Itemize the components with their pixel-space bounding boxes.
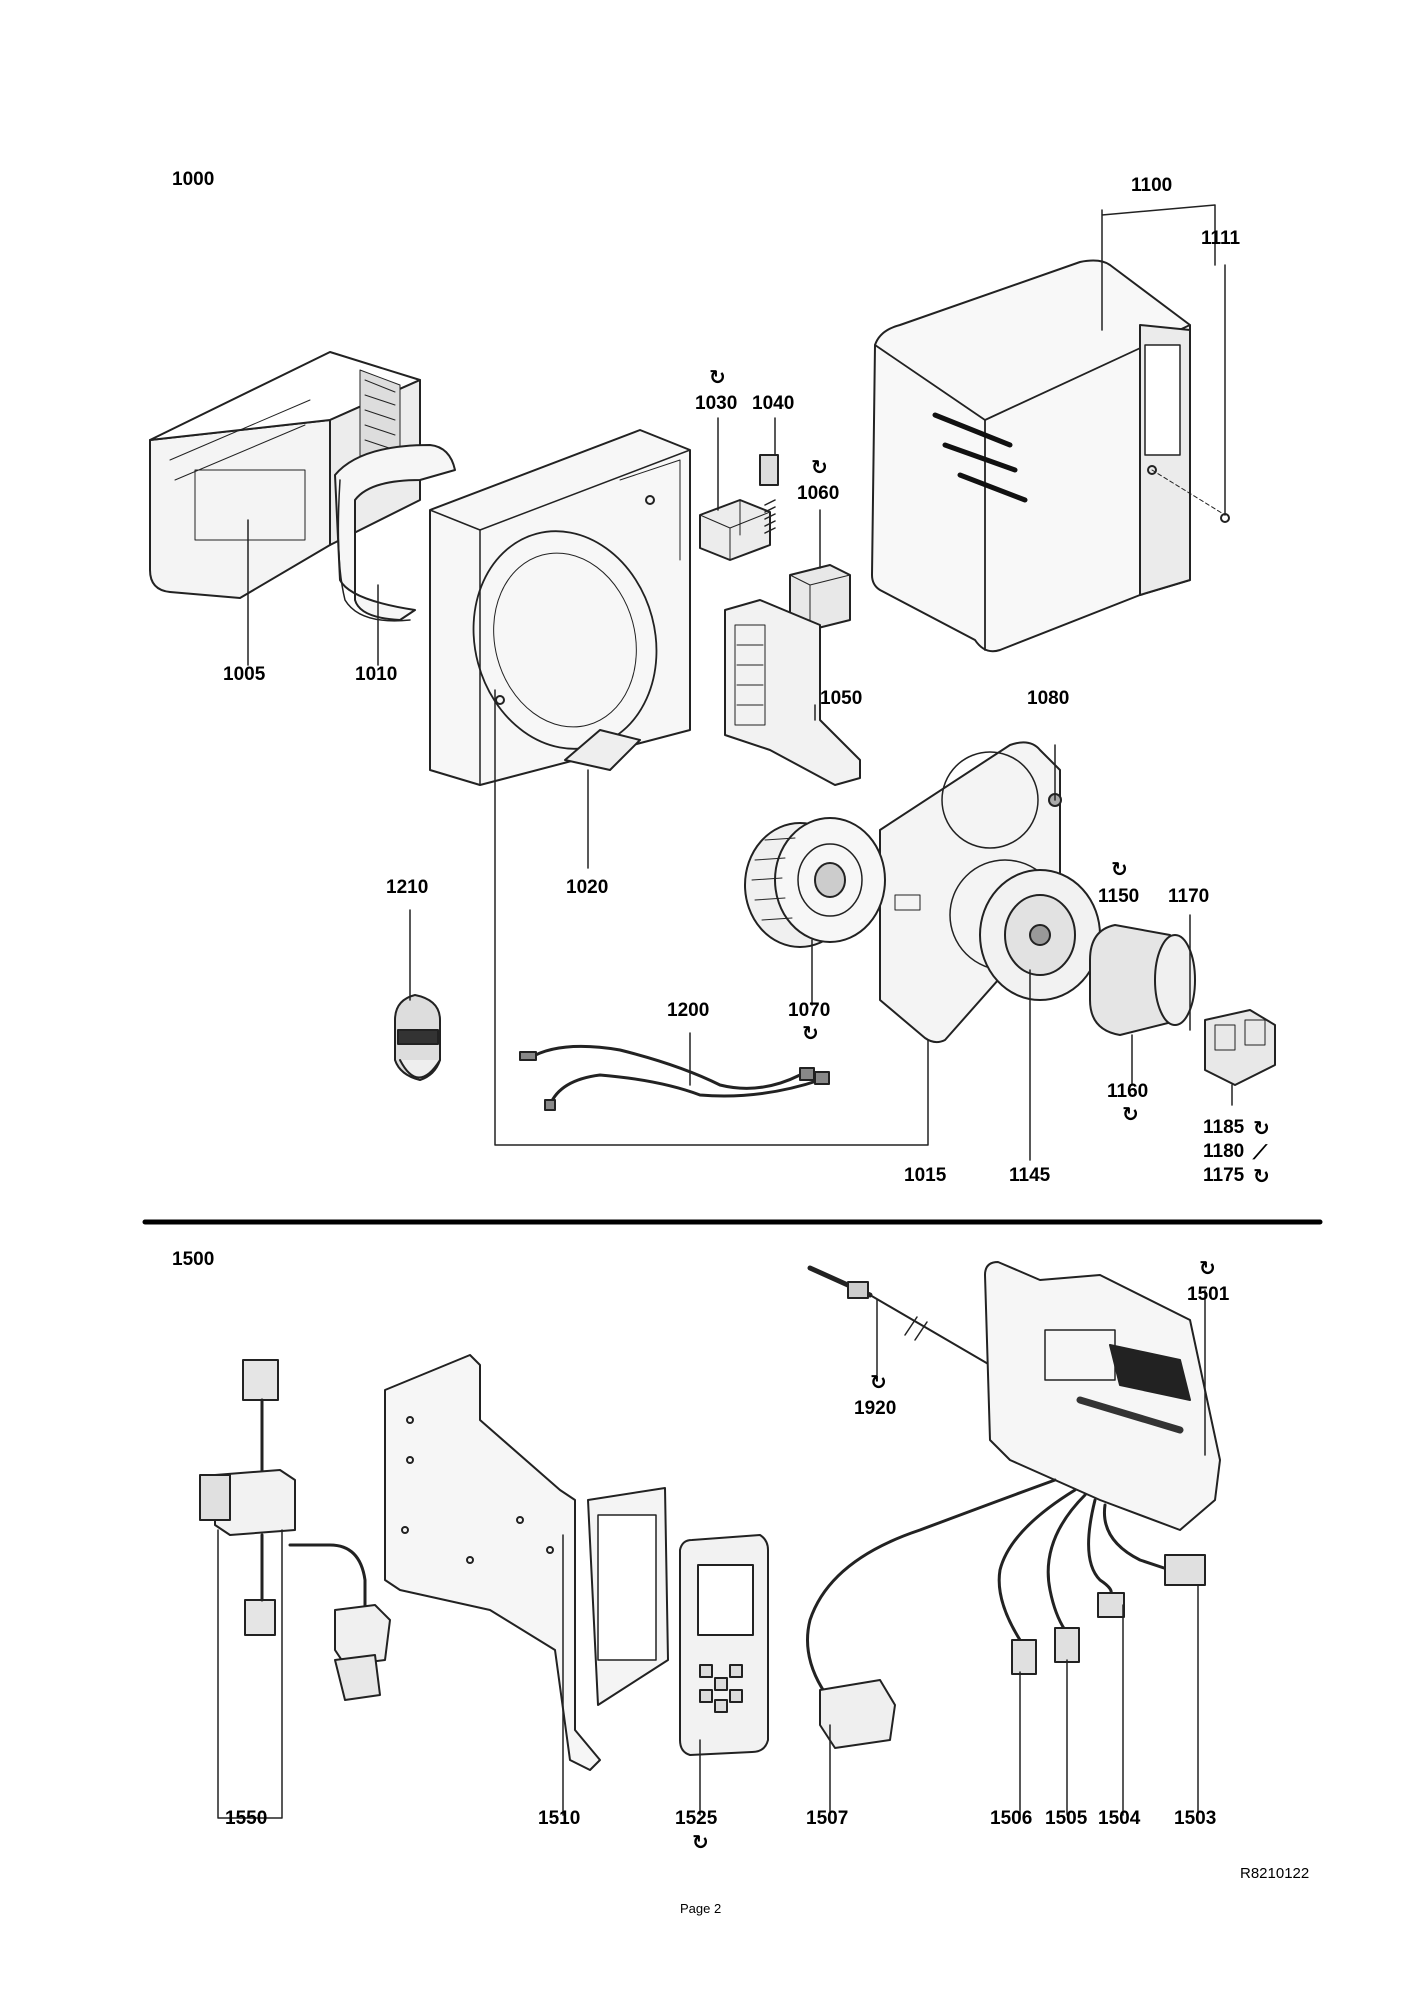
part-label-1200: 1200: [667, 1000, 710, 1021]
part-label-1060: 1060: [797, 483, 840, 504]
part-label-1111: 1111: [1201, 228, 1241, 249]
part-1145-flange: [979, 869, 1101, 1001]
part-label-1040: 1040: [752, 393, 795, 414]
part-1160-motor: [1089, 924, 1196, 1036]
part-1100-cover: [871, 259, 1191, 653]
part-1020-bracket: [564, 729, 641, 771]
leader-1550: [217, 1529, 283, 1819]
part-label-1170: 1170: [1168, 886, 1210, 907]
rotate-arrows-icon: ↻: [1111, 857, 1128, 881]
part-label-1180: 1180: [1203, 1141, 1245, 1162]
part-label-1010: 1010: [355, 664, 398, 685]
section-label-1500: 1500: [172, 1249, 215, 1270]
control-unit-harness: [806, 1478, 1172, 1702]
part-label-1920: 1920: [854, 1398, 897, 1419]
page-number: Page 2: [680, 1901, 722, 1916]
rotate-arrows-icon: ↻: [1253, 1116, 1270, 1140]
part-label-1504: 1504: [1098, 1808, 1141, 1829]
part-label-1503: 1503: [1174, 1808, 1217, 1829]
part-1111-screw: [1220, 513, 1230, 523]
part-1503-connector: [1164, 1554, 1206, 1586]
part-label-1050: 1050: [820, 688, 863, 709]
rotate-arrows-icon: ↻: [1122, 1102, 1139, 1126]
rotate-arrows-icon: ↻: [802, 1021, 819, 1045]
leader-1015: [494, 689, 929, 1146]
drawing-reference: R8210122: [1240, 1865, 1310, 1882]
part-1200-hoses: [519, 1044, 830, 1111]
part-1010-air-duct: [334, 444, 456, 622]
part-label-1020: 1020: [566, 877, 609, 898]
part-label-1505: 1505: [1045, 1808, 1088, 1829]
part-label-1175: 1175: [1203, 1165, 1245, 1186]
part-label-1501: 1501: [1187, 1284, 1230, 1305]
wrench-icon: ⟋: [1253, 1140, 1267, 1164]
part-1506-connector: [1011, 1639, 1037, 1675]
part-label-1080: 1080: [1027, 688, 1070, 709]
section-label-1000: 1000: [172, 169, 215, 190]
rotate-arrows-icon: ↻: [870, 1370, 887, 1394]
rotate-arrows-icon: ↻: [1199, 1256, 1216, 1280]
part-label-1005: 1005: [223, 664, 266, 685]
rotate-arrows-icon: ↻: [692, 1830, 709, 1854]
part-1030-module: [699, 499, 771, 561]
part-label-1100: 1100: [1131, 175, 1173, 196]
part-label-1525: 1525: [675, 1808, 718, 1829]
part-1175-valve: [1204, 1009, 1276, 1086]
part-1050-ignition-housing: [724, 599, 861, 786]
part-1507-plug: [819, 1679, 896, 1749]
part-1510-panel-frame: [587, 1487, 669, 1706]
rotate-arrows-icon: ↻: [1253, 1164, 1270, 1188]
leader-1100: [1101, 204, 1216, 331]
part-1525-display: [679, 1534, 769, 1756]
part-label-1160: 1160: [1107, 1081, 1149, 1102]
part-label-1150: 1150: [1098, 886, 1140, 907]
part-1505-connector: [1054, 1627, 1080, 1663]
part-label-1070: 1070: [788, 1000, 831, 1021]
part-1005-housing: [149, 351, 421, 599]
rotate-arrows-icon: ↻: [709, 365, 726, 389]
part-1040-terminal: [759, 454, 779, 534]
part-label-1145: 1145: [1009, 1165, 1051, 1186]
part-1210-filter: [394, 994, 441, 1081]
part-1550-contactor: [199, 1359, 391, 1701]
part-label-1185: 1185: [1203, 1117, 1245, 1138]
part-1070-fan-wheel: [744, 817, 886, 948]
rotate-arrows-icon: ↻: [811, 455, 828, 479]
part-label-1507: 1507: [806, 1808, 849, 1829]
part-1501-control-unit: [984, 1261, 1221, 1531]
part-1504-connector: [1097, 1592, 1125, 1618]
part-label-1550: 1550: [225, 1808, 268, 1829]
part-1015-main-frame: [429, 429, 691, 786]
part-label-1506: 1506: [990, 1808, 1033, 1829]
part-label-1030: 1030: [695, 393, 738, 414]
part-1510-bracket: [384, 1354, 601, 1771]
part-label-1015: 1015: [904, 1165, 947, 1186]
part-label-1210: 1210: [386, 877, 429, 898]
leader-1111-dash: [1151, 469, 1226, 516]
part-label-1510: 1510: [538, 1808, 581, 1829]
